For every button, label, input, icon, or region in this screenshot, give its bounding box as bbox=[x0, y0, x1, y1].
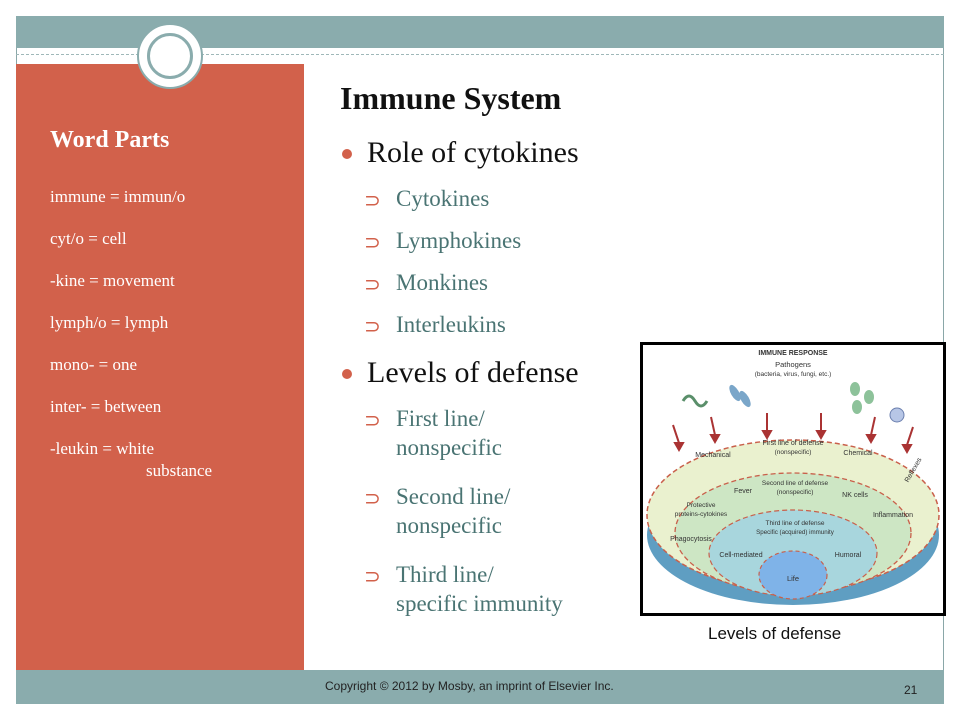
word-part-item: inter- = between bbox=[50, 397, 162, 416]
protective-sub-label: proteins-cytokines bbox=[675, 511, 728, 518]
chevron-bullet-icon: ⊃ bbox=[364, 314, 381, 338]
decorative-circle-inner bbox=[147, 33, 193, 79]
chevron-bullet-icon: ⊃ bbox=[364, 230, 381, 254]
chevron-bullet-icon: ⊃ bbox=[364, 486, 381, 510]
third-line-label: Third line of defense bbox=[766, 520, 825, 527]
chevron-bullet-icon: ⊃ bbox=[364, 564, 381, 588]
page-number: 21 bbox=[904, 683, 918, 697]
diagram-heading: IMMUNE RESPONSE bbox=[758, 350, 828, 357]
word-part-item: lymph/o = lymph bbox=[50, 313, 169, 332]
life-core bbox=[758, 550, 828, 600]
chevron-bullet-icon: ⊃ bbox=[364, 272, 381, 296]
slide-title: Immune System bbox=[340, 80, 562, 116]
bullet-label: Role of cytokines bbox=[367, 136, 579, 169]
word-parts-sidebar bbox=[16, 64, 304, 670]
sub-bullet-line2: nonspecific bbox=[396, 435, 503, 460]
sub-bullet-label: Cytokines bbox=[396, 186, 490, 211]
decorative-circle-icon bbox=[137, 23, 203, 89]
chevron-bullet-icon: ⊃ bbox=[364, 188, 381, 212]
sub-bullet-line1: Third line/ bbox=[396, 562, 494, 587]
sub-bullet-line2: nonspecific bbox=[396, 513, 503, 538]
fever-label: Fever bbox=[734, 488, 753, 495]
word-part-item: -leukin = white substance bbox=[50, 438, 290, 482]
life-label: Life bbox=[787, 574, 799, 583]
top-divider bbox=[16, 54, 944, 55]
sub-bullet-label: Third line/ specific immunity bbox=[396, 560, 563, 618]
phagocytosis-label: Phagocytosis bbox=[670, 536, 712, 543]
word-part-item: immune = immun/o bbox=[50, 187, 186, 206]
sub-bullet-label: First line/ nonspecific bbox=[396, 404, 502, 462]
pathogen-arrows bbox=[672, 413, 914, 455]
first-line-label: First line of defense bbox=[762, 440, 823, 447]
sub-bullet-label: Lymphokines bbox=[396, 228, 522, 253]
sub-bullet-line2: specific immunity bbox=[396, 591, 563, 616]
immune-response-figure: IMMUNE RESPONSE Pathogens (bacteria, vir… bbox=[640, 342, 946, 616]
mechanical-label: Mechanical bbox=[695, 452, 731, 459]
chemical-label: Chemical bbox=[843, 450, 873, 457]
protective-label: Protective bbox=[687, 502, 716, 509]
copyright-footer: Copyright © 2012 by Mosby, an imprint of… bbox=[325, 679, 614, 693]
figure-caption: Levels of defense bbox=[708, 624, 842, 643]
bullet-dot-icon bbox=[342, 149, 352, 159]
pathogen-icons bbox=[681, 382, 905, 423]
sub-bullet-line1: First line/ bbox=[396, 406, 485, 431]
sub-bullet-label: Interleukins bbox=[396, 312, 506, 337]
pathogens-sub-label: (bacteria, virus, fungi, etc.) bbox=[755, 371, 832, 378]
bullet-label: Levels of defense bbox=[367, 356, 579, 389]
sub-bullet-label: Second line/ nonspecific bbox=[396, 482, 510, 540]
word-parts-list: immune = immun/o cyt/o = cell -kine = mo… bbox=[50, 186, 290, 502]
cell-mediated-label: Cell-mediated bbox=[719, 552, 762, 559]
immune-response-diagram: IMMUNE RESPONSE Pathogens (bacteria, vir… bbox=[646, 350, 940, 605]
sub-bullet-label: Monkines bbox=[396, 270, 488, 295]
second-line-sub-label: (nonspecific) bbox=[777, 489, 814, 496]
word-part-item: cyt/o = cell bbox=[50, 229, 127, 248]
nk-cells-label: NK cells bbox=[842, 492, 868, 499]
word-part-line2: substance bbox=[146, 461, 213, 480]
pathogens-label: Pathogens bbox=[775, 360, 811, 369]
humoral-label: Humoral bbox=[835, 552, 862, 559]
third-line-sub-label: Specific (acquired) immunity bbox=[756, 529, 835, 536]
chevron-bullet-icon: ⊃ bbox=[364, 408, 381, 432]
sidebar-title: Word Parts bbox=[50, 127, 170, 153]
first-line-sub-label: (nonspecific) bbox=[775, 449, 812, 456]
inflammation-label: Inflammation bbox=[873, 512, 913, 519]
second-line-label: Second line of defense bbox=[762, 480, 829, 487]
word-part-item: mono- = one bbox=[50, 355, 138, 374]
bottom-band bbox=[16, 670, 944, 704]
sub-bullet-line1: Second line/ bbox=[396, 484, 511, 509]
word-part-item: -kine = movement bbox=[50, 271, 175, 290]
bullet-dot-icon bbox=[342, 369, 352, 379]
word-part-line1: -leukin = white bbox=[50, 439, 155, 458]
